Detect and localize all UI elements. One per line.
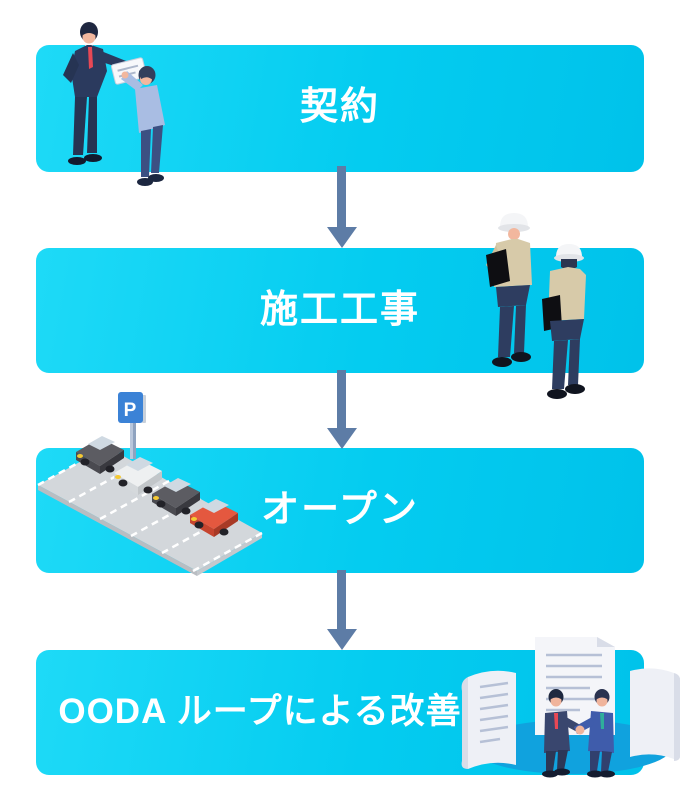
arrow-down-icon <box>327 428 357 449</box>
connector-line <box>337 570 346 630</box>
construction-workers-illustration <box>480 205 620 405</box>
step-label-open: オープン <box>261 489 419 531</box>
step-label-construction: 施工工事 <box>259 289 420 331</box>
car-white <box>114 457 162 495</box>
arrow-down-icon <box>327 629 357 650</box>
handshake-documents-illustration <box>450 625 680 780</box>
car-dark-gray <box>76 436 124 474</box>
car-dark-gray <box>152 478 200 516</box>
contract-illustration <box>55 5 195 195</box>
parking-lot-illustration: P <box>30 385 270 580</box>
connector-line <box>337 370 346 430</box>
step-label-contract: 契約 <box>299 86 380 128</box>
step-box-construction <box>36 248 644 373</box>
car-red <box>190 499 238 537</box>
step-label-ooda: OODA ループによる改善 <box>58 692 462 731</box>
parking-sign-letter: P <box>124 400 137 421</box>
connector-line <box>337 166 346 228</box>
arrow-down-icon <box>327 227 357 248</box>
